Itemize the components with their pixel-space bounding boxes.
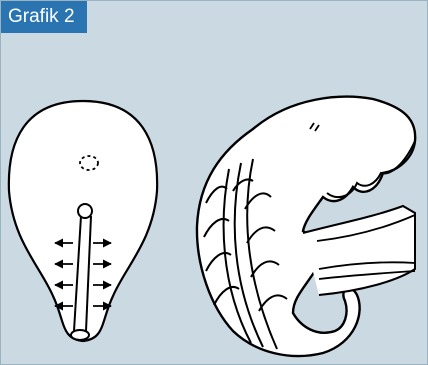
outlet-ribbon	[303, 206, 415, 295]
tube-base	[71, 330, 89, 340]
right-organ-shape	[197, 97, 415, 356]
left-bulb-shape	[9, 101, 157, 341]
tube-top-bulb	[78, 204, 92, 218]
